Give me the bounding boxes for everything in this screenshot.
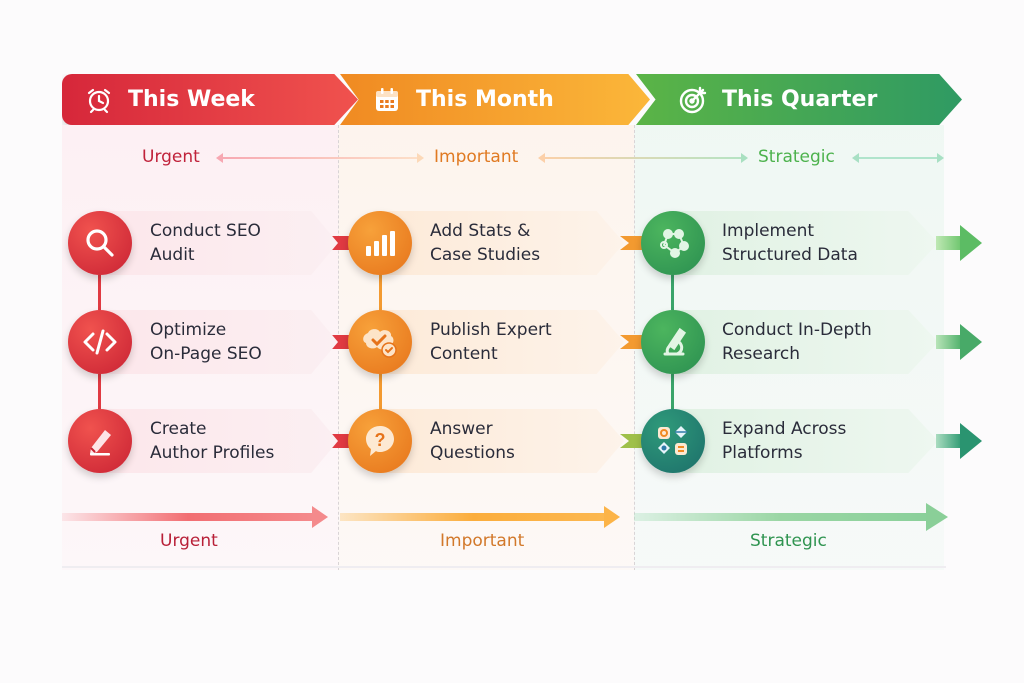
right-arrow-icon (936, 324, 982, 360)
task-title: Implement (722, 221, 815, 241)
question-bubble-icon: ? (348, 409, 412, 473)
task-title: Case Studies (430, 245, 541, 265)
task-title: Add Stats & (430, 221, 531, 241)
task-title: Create (150, 419, 207, 439)
right-arrow-icon (936, 423, 982, 459)
task-title: Content (430, 344, 498, 364)
magnifier-icon (68, 211, 132, 275)
priority-label-important: Important (434, 147, 519, 167)
task-title: Conduct In-Depth (722, 320, 872, 340)
header-this-quarter: This Quarter (636, 74, 962, 125)
task-title: On-Page SEO (150, 344, 262, 364)
code-icon (68, 310, 132, 374)
strategic-flow-arrow (634, 503, 948, 531)
header-this-month: This Month (340, 74, 650, 125)
header-this-week: This Week (62, 74, 358, 125)
microscope-icon (641, 310, 705, 374)
calendar-icon (372, 85, 402, 115)
task-title: Research (722, 344, 800, 364)
urgent-flow-arrow (62, 506, 328, 528)
task-title: Questions (430, 443, 515, 463)
task-title: Conduct SEO (150, 221, 261, 241)
bottom-label-urgent: Urgent (160, 531, 218, 551)
target-icon (678, 85, 708, 115)
network-nodes-icon (641, 211, 705, 275)
double-arrow (216, 153, 424, 163)
right-arrow-icon (936, 225, 982, 261)
svg-text:?: ? (375, 430, 386, 450)
double-arrow (852, 153, 944, 163)
platform-apps-icon (641, 409, 705, 473)
task-title: Author Profiles (150, 443, 275, 463)
priority-label-strategic: Strategic (758, 147, 835, 167)
header-label: This Week (128, 87, 255, 112)
bottom-label-strategic: Strategic (750, 531, 827, 551)
header-label: This Month (416, 87, 554, 112)
task-title: Expand Across (722, 419, 847, 439)
task-title: Audit (150, 245, 195, 265)
task-title: Structured Data (722, 245, 858, 265)
header-label: This Quarter (722, 87, 878, 112)
bottom-rule (62, 566, 946, 568)
task-title: Publish Expert (430, 320, 552, 340)
important-flow-arrow (340, 506, 622, 528)
task-title: Optimize (150, 320, 227, 340)
bottom-label-important: Important (440, 531, 525, 551)
task-title: Platforms (722, 443, 803, 463)
badge-check-icon (348, 310, 412, 374)
double-arrow (538, 153, 748, 163)
bar-chart-icon (348, 211, 412, 275)
pen-icon (68, 409, 132, 473)
task-title: Answer (430, 419, 493, 439)
priority-label-urgent: Urgent (142, 147, 200, 167)
alarm-clock-icon (84, 85, 114, 115)
